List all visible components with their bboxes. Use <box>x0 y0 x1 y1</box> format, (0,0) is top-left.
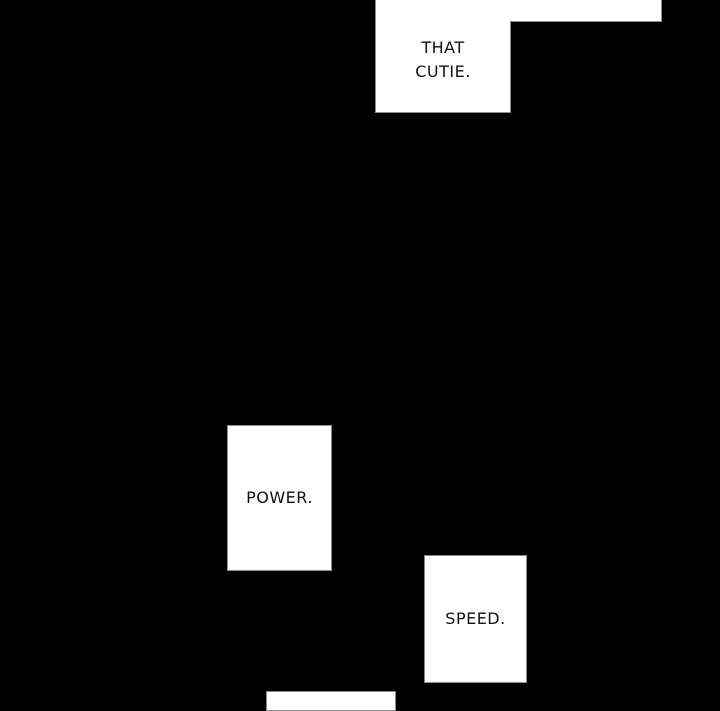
caption-text-that-cutie: THAT CUTIE. <box>415 38 471 81</box>
caption-box-that-cutie: THAT CUTIE. <box>375 0 511 113</box>
caption-box-speed: SPEED. <box>424 555 527 683</box>
panel-seam <box>508 0 511 21</box>
caption-text-speed: SPEED. <box>445 609 506 628</box>
panel-top-right <box>509 0 662 22</box>
caption-box-power: POWER. <box>227 425 332 571</box>
panel-bottom-partial <box>266 691 396 711</box>
caption-text-power: POWER. <box>246 488 313 507</box>
